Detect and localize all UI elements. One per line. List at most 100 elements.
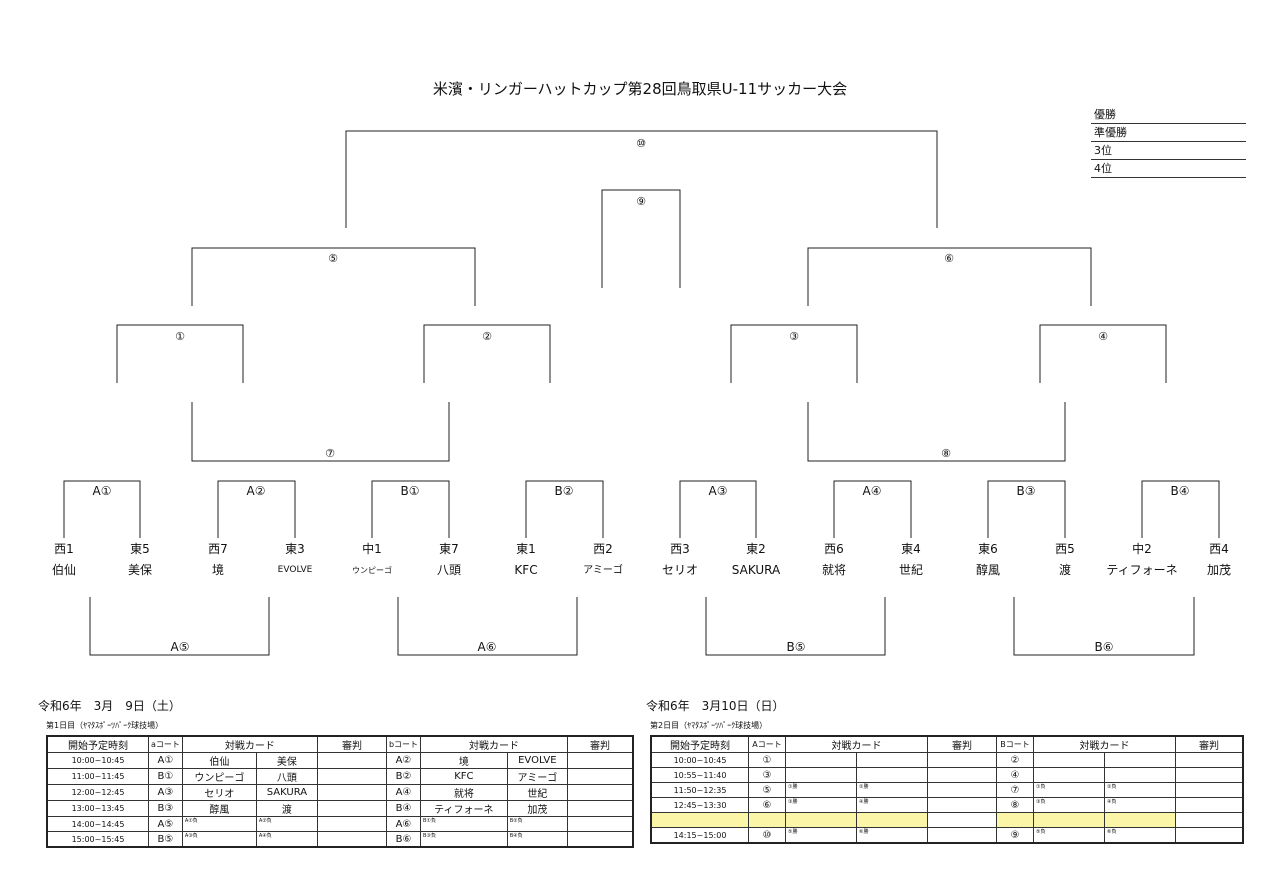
cell-time: 11:50~12:35 xyxy=(650,782,749,798)
team-seed: 東3 xyxy=(285,542,305,556)
cell-referee xyxy=(316,800,387,817)
col-header: 対戦カード xyxy=(181,735,318,753)
cell-team: B②負 xyxy=(506,816,569,832)
cell-referee xyxy=(567,816,634,832)
cell-referee xyxy=(567,784,634,801)
placings-list: 優勝 準優勝 3位 4位 xyxy=(1091,106,1246,178)
cell-team: 美保 xyxy=(255,752,318,769)
cell-team: ④負 xyxy=(1104,797,1176,813)
team-slot: 西1 伯仙 xyxy=(19,539,109,581)
team-name: 美保 xyxy=(127,563,152,577)
cell-match: ⑩ xyxy=(748,827,786,844)
cell-time: 14:15~15:00 xyxy=(650,827,749,844)
team-name: アミーゴ xyxy=(583,565,623,576)
cell-team xyxy=(1104,767,1176,783)
team-slot: 西3 セリオ xyxy=(635,539,725,581)
cell-team: ⑤勝 xyxy=(785,827,857,844)
cell-match: A② xyxy=(385,752,422,769)
cell-team xyxy=(1033,752,1105,768)
cell-team xyxy=(785,812,857,828)
match-a2-label: A② xyxy=(246,484,266,498)
cell-referee xyxy=(567,752,634,769)
match-b6-label: B⑥ xyxy=(1094,640,1114,654)
cell-match: A③ xyxy=(148,784,183,801)
team-seed: 東6 xyxy=(978,542,998,556)
day1-schedule-table: 開始予定時刻 aコート 対戦カード 審判 bコート 対戦カード 審判 10:00… xyxy=(46,735,634,848)
team-name: 伯仙 xyxy=(51,563,76,577)
team-slot: 東5 美保 xyxy=(95,539,185,581)
cell-team xyxy=(856,767,928,783)
placing-4: 4位 xyxy=(1091,160,1246,178)
cell-team: 世紀 xyxy=(506,784,569,801)
col-header: 対戦カード xyxy=(420,735,568,753)
team-slot: 西4 加茂 xyxy=(1174,539,1264,581)
match-6-label: ⑥ xyxy=(944,252,954,265)
match-b2-label: B② xyxy=(554,484,574,498)
cell-referee xyxy=(567,800,634,817)
cell-match: B① xyxy=(148,768,183,785)
cell-team: 八頭 xyxy=(255,768,318,785)
team-seed: 西4 xyxy=(1209,542,1229,556)
cell-team xyxy=(785,752,857,768)
cell-time: 12:00~12:45 xyxy=(46,784,149,801)
match-1-label: ① xyxy=(175,330,185,343)
table-header-row: 開始予定時刻 Aコート 対戦カード 審判 Bコート 対戦カード 審判 xyxy=(650,735,1244,753)
col-header: 開始予定時刻 xyxy=(46,735,149,753)
team-seed: 西1 xyxy=(54,542,74,556)
match-9-label: ⑨ xyxy=(636,195,646,208)
cell-referee xyxy=(316,831,387,848)
match-b4-label: B④ xyxy=(1170,484,1190,498)
match-10-label: ⑩ xyxy=(636,137,646,150)
cell-time: 13:00~13:45 xyxy=(46,800,149,817)
cell-match: A⑥ xyxy=(385,816,422,832)
team-slot: 西2 アミーゴ xyxy=(558,539,648,581)
cell-time: 15:00~15:45 xyxy=(46,831,149,848)
cell-referee xyxy=(567,831,634,848)
cell-referee xyxy=(927,752,997,768)
team-seed: 西7 xyxy=(208,542,228,556)
cell-team: ②負 xyxy=(1104,782,1176,798)
team-seed: 東7 xyxy=(439,542,459,556)
cell-match xyxy=(996,812,1034,828)
cell-team: A④負 xyxy=(255,831,318,848)
cell-match xyxy=(748,812,786,828)
col-header: 対戦カード xyxy=(1033,735,1176,753)
cell-referee xyxy=(316,784,387,801)
team-seed: 西2 xyxy=(593,542,613,556)
team-name: 加茂 xyxy=(1206,563,1231,577)
cell-time: 14:00~14:45 xyxy=(46,816,149,832)
placing-3: 3位 xyxy=(1091,142,1246,160)
cell-team: 伯仙 xyxy=(181,752,257,769)
cell-referee xyxy=(316,752,387,769)
team-seed: 東5 xyxy=(130,542,150,556)
day2-date: 令和6年 3月10日（日） xyxy=(646,699,785,713)
team-name: 世紀 xyxy=(898,563,923,577)
col-header: 審判 xyxy=(1175,735,1244,753)
cell-team xyxy=(856,752,928,768)
team-seed: 西6 xyxy=(824,542,844,556)
cell-team: EVOLVE xyxy=(506,752,569,769)
cell-referee xyxy=(567,768,634,785)
team-name: 境 xyxy=(211,563,224,577)
cell-team: A②負 xyxy=(255,816,318,832)
team-slot: 西7 境 xyxy=(173,539,263,581)
cell-referee xyxy=(316,816,387,832)
team-name: セリオ xyxy=(661,563,698,577)
cell-team: ④勝 xyxy=(856,797,928,813)
team-name: SAKURA xyxy=(731,563,781,577)
cell-referee xyxy=(316,768,387,785)
team-seed: 西3 xyxy=(670,542,690,556)
cell-time: 11:00~11:45 xyxy=(46,768,149,785)
cell-team: ⑥負 xyxy=(1104,827,1176,844)
